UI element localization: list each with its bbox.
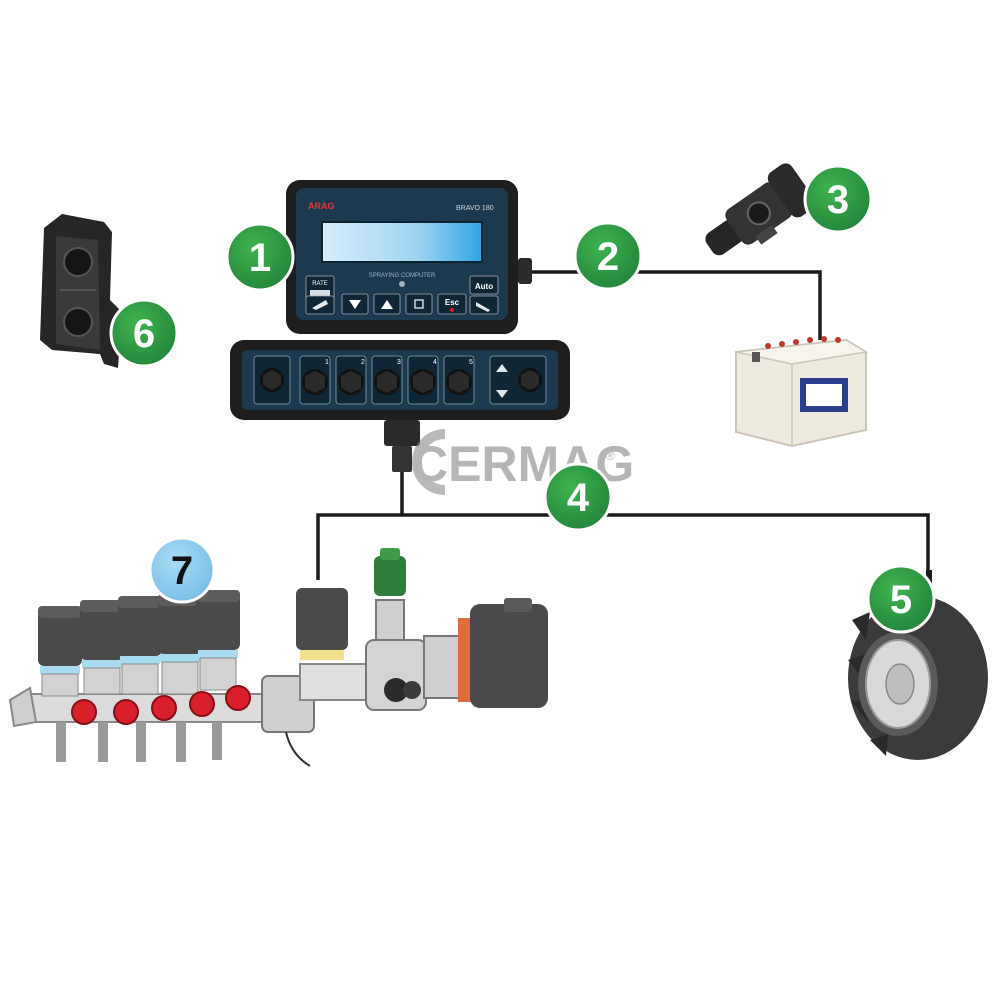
section-switch-1[interactable]: 1 xyxy=(299,355,331,405)
master-switch[interactable] xyxy=(253,355,291,405)
console-brand: ARAG xyxy=(308,201,335,211)
callout-1: 1 xyxy=(225,222,295,292)
section-number: 4 xyxy=(433,359,437,366)
callout-5: 5 xyxy=(866,564,936,634)
callout-5-number: 5 xyxy=(890,578,912,622)
console-model: BRAVO 180 xyxy=(456,205,494,212)
battery-lead xyxy=(700,270,822,340)
section-number: 3 xyxy=(397,359,401,366)
section-number: 5 xyxy=(469,359,473,366)
harness-branch xyxy=(316,513,930,580)
console-display-screen xyxy=(321,221,483,263)
nozzle-button[interactable] xyxy=(469,295,499,315)
callout-3: 3 xyxy=(803,164,873,234)
section-number: 2 xyxy=(361,359,365,366)
section-number: 1 xyxy=(325,359,329,366)
callout-7-number: 7 xyxy=(171,549,193,593)
callout-3-number: 3 xyxy=(827,178,849,222)
rate-button-label: RATE xyxy=(312,281,328,287)
power-plug-icon xyxy=(705,163,816,256)
square-icon xyxy=(414,299,424,309)
boom-control-switch[interactable] xyxy=(489,355,547,405)
callout-4: 4 xyxy=(543,462,613,532)
esc-button[interactable] xyxy=(437,293,467,315)
nozzle-icon xyxy=(312,300,328,310)
watermark-registered: ® xyxy=(606,449,615,463)
callout-7: 7 xyxy=(148,536,216,604)
section-switches: 1 2 3 4 xyxy=(299,355,475,405)
section-switch-2[interactable]: 2 xyxy=(335,355,367,405)
nozzle-right-icon xyxy=(476,302,490,312)
esc-led-icon xyxy=(450,308,454,312)
up-arrow-icon xyxy=(381,300,393,309)
section-switch-4[interactable]: 4 xyxy=(407,355,439,405)
sprayer-control-console-icon: ARAG BRAVO 180 SPRAYING COMPUTER RATE xyxy=(230,180,570,472)
callout-1-number: 1 xyxy=(249,236,271,280)
section-valve-2 xyxy=(80,600,139,762)
ok-button[interactable] xyxy=(405,293,433,315)
section-switch-3[interactable]: 3 xyxy=(371,355,403,405)
down-arrow-icon xyxy=(349,300,361,309)
wheel-speed-sensor-icon xyxy=(848,570,988,760)
section-switch-5[interactable]: 5 xyxy=(443,355,475,405)
callout-2-number: 2 xyxy=(597,235,619,279)
battery-icon xyxy=(735,336,869,448)
callout-badges: 1 2 3 4 5 6 7 xyxy=(109,164,936,634)
auto-button-label: Auto xyxy=(475,282,493,291)
auto-button[interactable] xyxy=(469,275,499,295)
mounting-bracket-icon xyxy=(40,214,122,368)
callout-6: 6 xyxy=(109,298,179,368)
console-buttons: RATE Esc Auto xyxy=(305,275,499,315)
console-subtitle: SPRAYING COMPUTER xyxy=(369,273,436,279)
callout-6-number: 6 xyxy=(133,312,155,356)
up-down-arrows-icon xyxy=(496,364,508,398)
callout-2: 2 xyxy=(573,221,643,291)
section-valve-5 xyxy=(196,590,251,760)
callout-4-number: 4 xyxy=(567,476,590,520)
section-valve-1 xyxy=(38,606,97,762)
esc-button-label: Esc xyxy=(445,298,460,307)
section-valve-3 xyxy=(118,596,177,762)
valve-manifold-icon xyxy=(8,548,548,767)
